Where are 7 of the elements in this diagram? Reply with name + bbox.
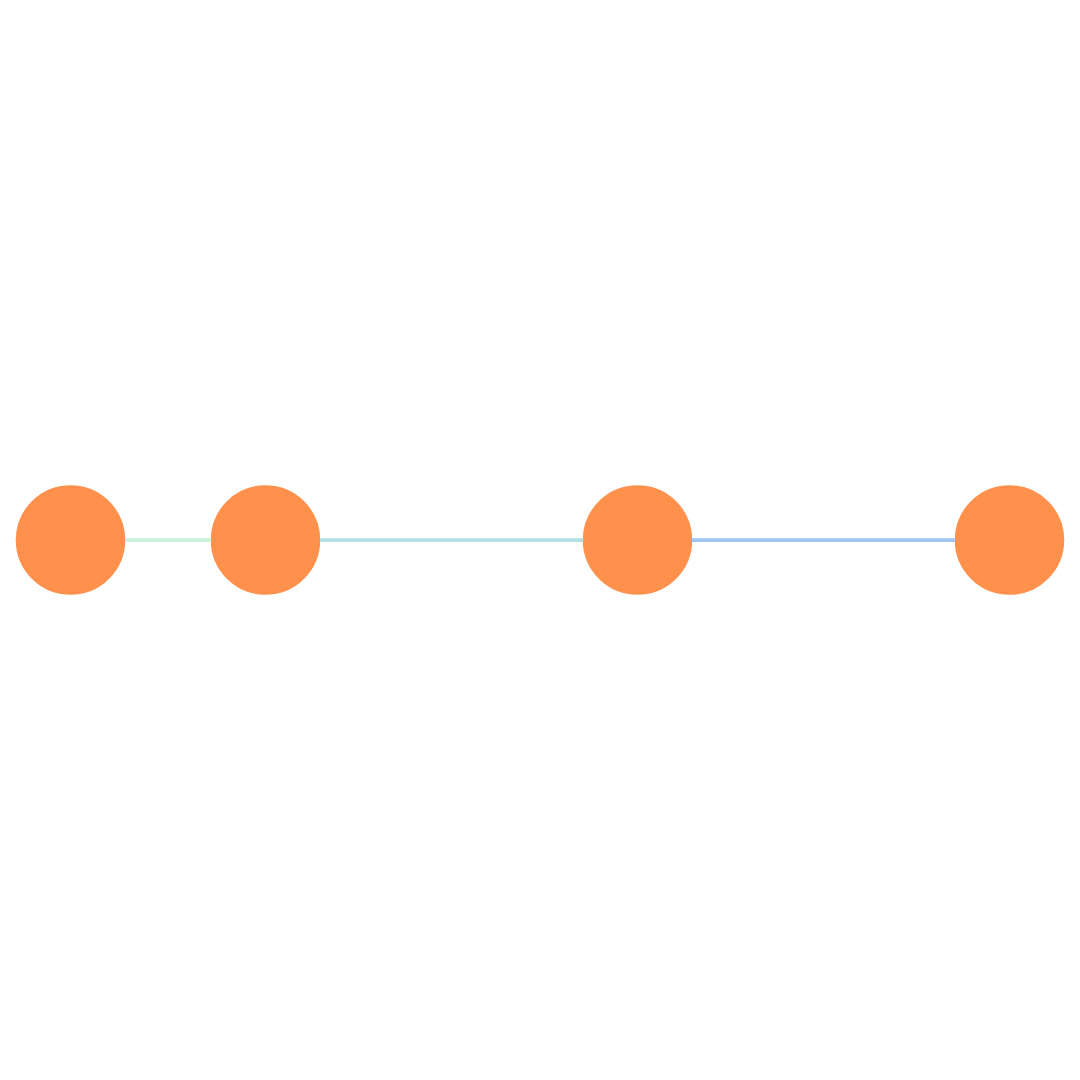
connector [691,538,956,542]
connector [319,538,584,542]
node-circle [954,485,1065,595]
node-circle [210,485,321,595]
node-circle [15,485,126,595]
connector [125,538,212,542]
node-circle [582,485,693,595]
